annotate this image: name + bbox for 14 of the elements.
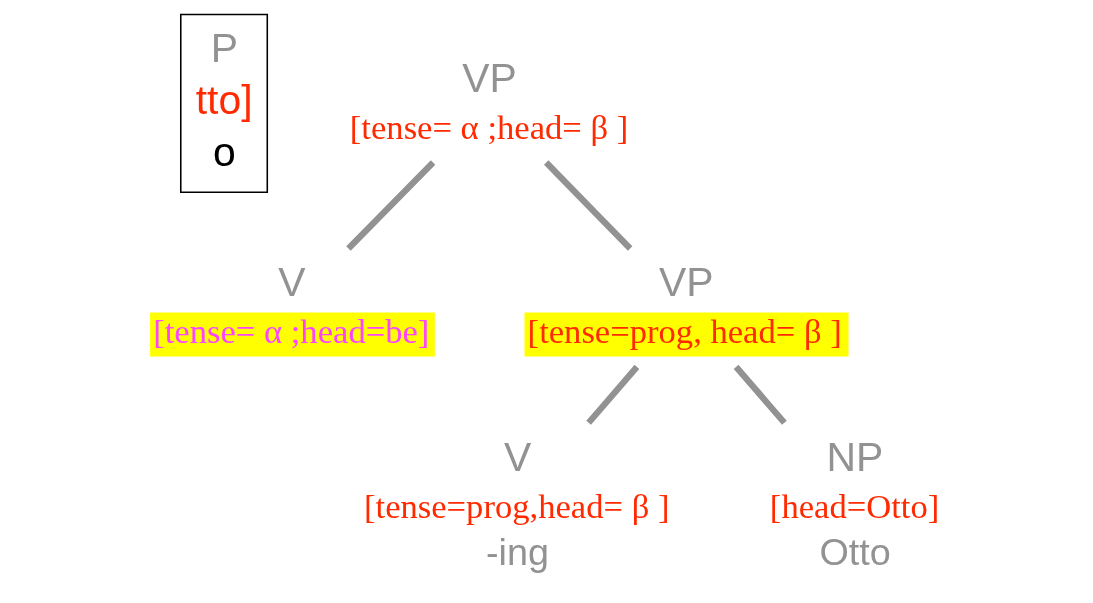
connector <box>733 364 787 425</box>
node-box: P tto] o <box>179 13 269 193</box>
connector <box>346 160 436 251</box>
node-box: [tense=prog, head= β ] <box>524 312 849 357</box>
node-text: NP [head=Otto] <box>769 434 940 525</box>
node-box: [tense= α ;head=be] <box>150 312 435 357</box>
node-text: V [tense=prog,head= β ] <box>364 434 670 525</box>
connector <box>543 160 633 251</box>
node-label: Otto <box>819 530 891 573</box>
node-label: V <box>278 259 306 306</box>
connector <box>586 364 640 425</box>
node-label: -ing <box>485 530 549 573</box>
node-label: VP <box>658 259 714 306</box>
node-text: VP [tense= α ;head= β ] <box>349 54 629 146</box>
